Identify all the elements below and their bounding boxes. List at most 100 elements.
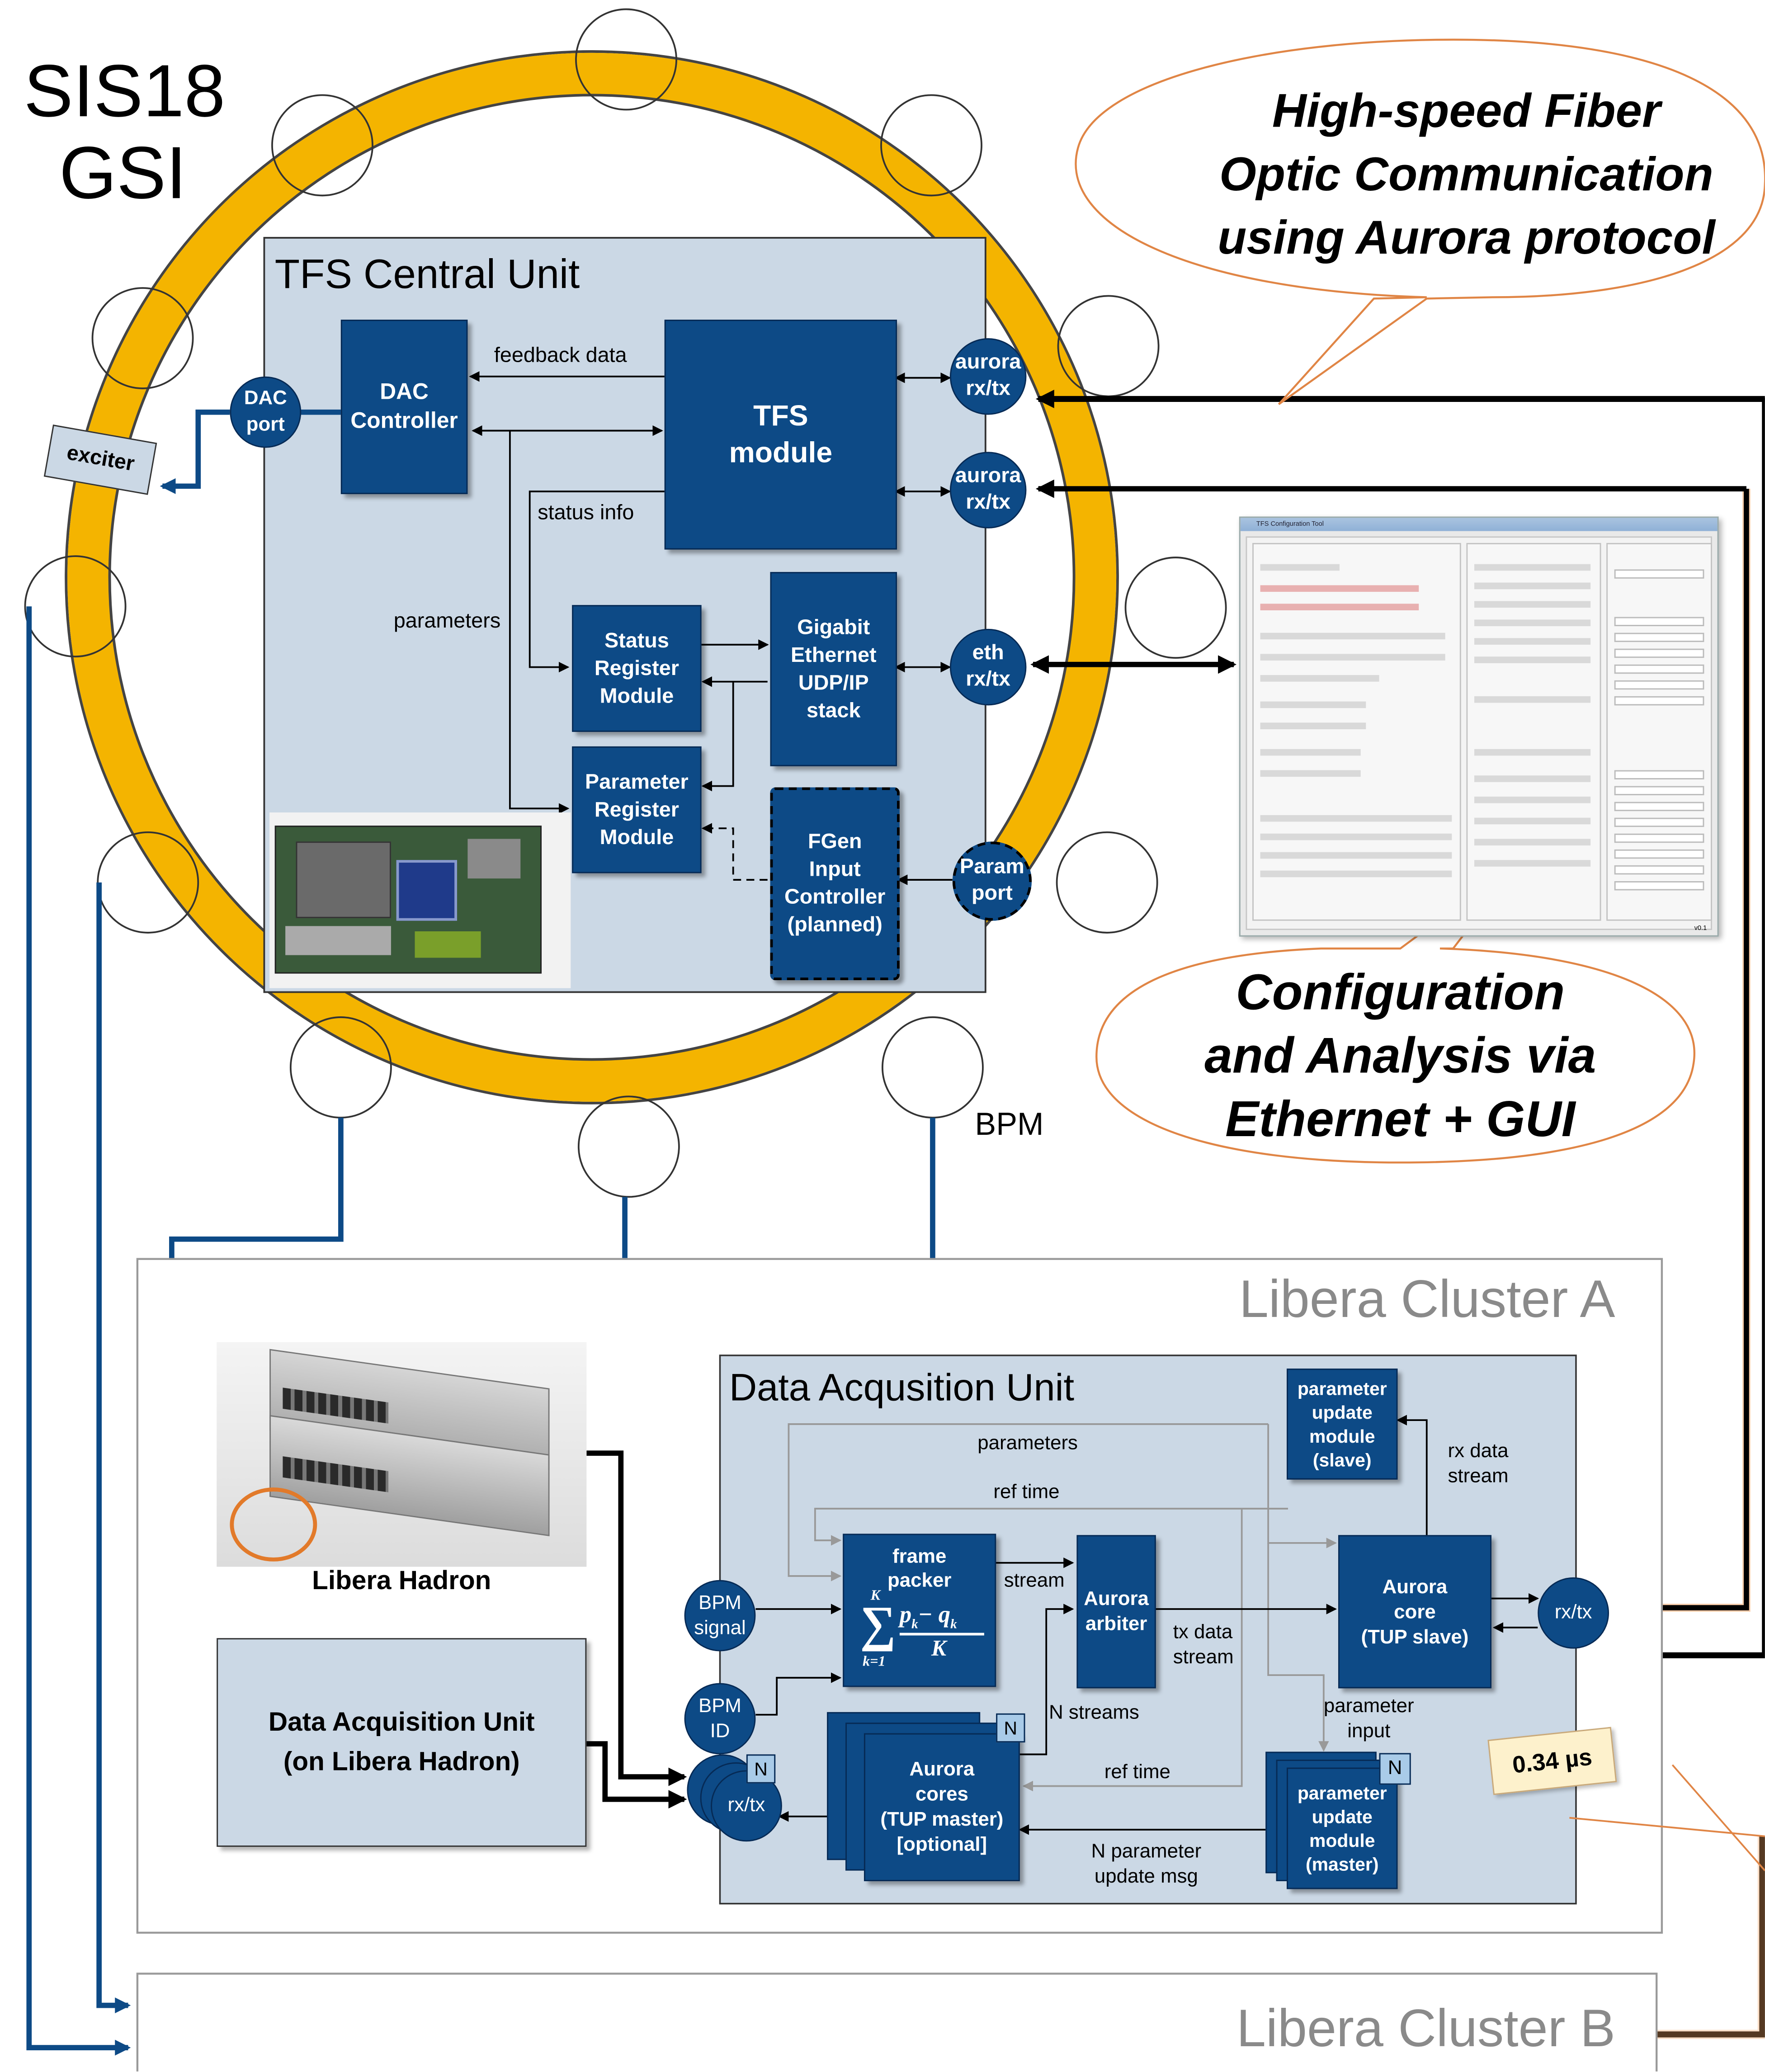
gigabit-l3: UDP/IP: [798, 671, 869, 694]
rxtx-right-label: rx/tx: [1554, 1601, 1592, 1624]
ethernet-callout-bubble: [1095, 858, 1695, 1164]
fgen-l3: Controller: [784, 886, 886, 909]
pu-slave-l3: module: [1309, 1425, 1375, 1447]
dac-controller[interactable]: DAC Controller: [340, 320, 468, 494]
rxtx-left-label: rx/tx: [727, 1794, 765, 1817]
pu-master-l4: (master): [1306, 1853, 1379, 1875]
rxtx-right-port[interactable]: rx/tx: [1538, 1577, 1609, 1649]
dac-controller-l1: DAC: [380, 379, 429, 405]
pu-master-l1: parameter: [1297, 1782, 1387, 1803]
dac-port-l2: port: [246, 413, 285, 436]
tfs-module-l2: module: [729, 436, 833, 469]
aurora-port-2[interactable]: aurora rx/tx: [949, 452, 1027, 529]
aurora-port-1-l1: aurora: [955, 351, 1021, 374]
cluster-a-title: Libera Cluster A: [1239, 1270, 1615, 1329]
daq-on-libera-l1: Data Acquisition Unit: [268, 1708, 535, 1737]
fiber-callout-text: High-speed Fiber Optic Communication usi…: [1136, 79, 1765, 269]
bpm-id-l1: BPM: [698, 1694, 741, 1718]
arbiter-l2: arbiter: [1085, 1613, 1147, 1636]
label-feedback-data: feedback data: [494, 345, 627, 368]
daq-on-libera-box[interactable]: Data Acquisition Unit (on Libera Hadron): [217, 1638, 587, 1847]
aurora-cores-l1: Aurora: [909, 1758, 975, 1781]
fiber-l1: High-speed Fiber: [1272, 83, 1661, 137]
eth-port-l2: rx/tx: [966, 668, 1011, 691]
sum-sign: ∑: [860, 1597, 896, 1653]
label-ref-time-top: ref time: [993, 1481, 1060, 1504]
formula-fraction-bar: [899, 1633, 984, 1636]
param-register-l2: Register: [594, 798, 679, 821]
pu-master-l3: module: [1309, 1829, 1375, 1851]
bpm-label: BPM: [975, 1107, 1044, 1143]
formula-numerator: pk− qk: [900, 1601, 957, 1632]
eth-l2: and Analysis via: [1204, 1029, 1596, 1085]
arbiter-l1: Aurora: [1084, 1588, 1149, 1610]
param-port-l2: port: [971, 882, 1013, 905]
eth-port-l1: eth: [972, 642, 1004, 665]
aurora-cores-l2: cores: [915, 1783, 968, 1806]
label-parameter-input: parameter input: [1324, 1694, 1414, 1744]
param-input-l1: parameter: [1323, 1694, 1414, 1718]
bpm-id-l2: ID: [710, 1720, 730, 1743]
label-ref-time-bottom: ref time: [1104, 1761, 1170, 1784]
rx-data-l2: stream: [1448, 1465, 1509, 1488]
eth-l1: Configuration: [1236, 965, 1565, 1021]
numerator-sub: k: [911, 1618, 918, 1633]
frame-packer[interactable]: frame packer K ∑ k=1 pk− qk K: [843, 1534, 996, 1687]
sis18-ring: [65, 50, 1119, 1104]
param-register-l3: Module: [599, 826, 674, 849]
aurora-port-2-l1: aurora: [955, 465, 1021, 488]
pu-master-l2: update: [1312, 1806, 1373, 1827]
gigabit-l2: Ethernet: [790, 644, 877, 667]
pu-master-n-label: N: [1387, 1757, 1402, 1779]
dac-controller-l2: Controller: [350, 408, 458, 434]
label-parameters: parameters: [393, 610, 501, 633]
pu-master-n-badge: N: [1379, 1753, 1411, 1785]
numerator-sub-2: k: [950, 1618, 957, 1633]
fiber-callout-bubble: [1075, 38, 1765, 405]
label-status-info: status info: [538, 502, 634, 525]
n-param-l1: N parameter: [1091, 1840, 1202, 1863]
status-register-l2: Register: [594, 657, 679, 680]
label-tx-data-stream: tx data stream: [1173, 1619, 1234, 1670]
daq-on-libera-l2: (on Libera Hadron): [283, 1747, 520, 1777]
ring-title-line1: SIS18: [24, 49, 226, 132]
label-rx-data-stream: rx data stream: [1448, 1439, 1509, 1489]
tx-data-l2: stream: [1173, 1646, 1234, 1669]
pu-slave-l2: update: [1312, 1402, 1373, 1423]
aurora-arbiter[interactable]: Aurora arbiter: [1076, 1535, 1156, 1689]
eth-l3: Ethernet + GUI: [1225, 1092, 1576, 1148]
numerator-minus: − q: [918, 1601, 951, 1628]
fgen-l1: FGen: [807, 831, 862, 854]
gui-version: v0.1: [1694, 925, 1707, 933]
pu-slave-l1: parameter: [1297, 1378, 1387, 1399]
eth-port[interactable]: eth rx/tx: [949, 628, 1027, 706]
ring-title-line2: GSI: [59, 131, 187, 214]
ring-title: SIS18 GSI: [24, 49, 226, 214]
tfs-configuration-gui: TFS Configuration Tool: [1239, 516, 1719, 937]
fiber-l2: Optic Communication: [1219, 146, 1713, 201]
fiber-l3: using Aurora protocol: [1218, 210, 1715, 264]
label-stream: stream: [1004, 1569, 1065, 1592]
cluster-b-title: Libera Cluster B: [1236, 2000, 1616, 2058]
aurora-port-2-l2: rx/tx: [966, 491, 1011, 514]
tx-data-l1: tx data: [1173, 1621, 1233, 1643]
tfs-module[interactable]: TFS module: [664, 320, 897, 550]
fgen-l4: (planned): [787, 914, 882, 937]
aurora-core-l2: core: [1394, 1600, 1436, 1623]
formula-denominator: K: [931, 1635, 947, 1661]
n-param-l2: update msg: [1094, 1865, 1198, 1888]
tfs-module-l1: TFS: [753, 399, 808, 432]
